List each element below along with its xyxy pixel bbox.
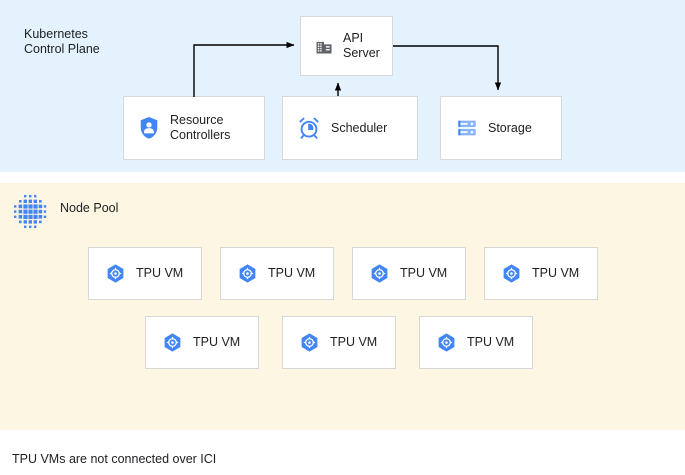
tpu-hex-icon [501, 263, 522, 284]
node-pool-title: Node Pool [60, 201, 119, 215]
node-label: Scheduler [331, 120, 388, 135]
node-pool-region [0, 183, 685, 430]
tpu-vm-label: TPU VM [532, 266, 580, 280]
diagram-caption: TPU VMs are not connected over ICI [12, 452, 217, 466]
alarm-clock-icon [297, 116, 321, 140]
tpu-hex-icon [436, 332, 457, 353]
tpu-hex-icon [369, 263, 390, 284]
node-resource-controllers[interactable]: Resource Controllers [123, 96, 265, 160]
node-scheduler[interactable]: Scheduler [282, 96, 418, 160]
tpu-vm-box[interactable]: TPU VM [352, 247, 466, 300]
tpu-vm-label: TPU VM [268, 266, 316, 280]
tpu-vm-label: TPU VM [400, 266, 448, 280]
node-label: Storage [488, 120, 532, 135]
server-rack-icon [456, 117, 478, 139]
node-label: API Server [343, 31, 380, 60]
tpu-vm-box[interactable]: TPU VM [484, 247, 598, 300]
tpu-vm-box[interactable]: TPU VM [282, 316, 396, 369]
node-api-server[interactable]: API Server [300, 16, 393, 76]
tpu-vm-label: TPU VM [136, 266, 184, 280]
tpu-vm-label: TPU VM [467, 335, 515, 349]
tpu-vm-box[interactable]: TPU VM [88, 247, 202, 300]
tpu-vm-label: TPU VM [193, 335, 241, 349]
control-plane-title: Kubernetes Control Plane [24, 27, 100, 56]
tpu-hex-icon [162, 332, 183, 353]
node-storage[interactable]: Storage [440, 96, 562, 160]
tpu-vm-box[interactable]: TPU VM [220, 247, 334, 300]
tpu-vm-box[interactable]: TPU VM [419, 316, 533, 369]
tpu-hex-icon [237, 263, 258, 284]
tpu-hex-icon [105, 263, 126, 284]
node-cluster-dots-icon [14, 195, 47, 228]
node-label: Resource Controllers [170, 113, 231, 142]
building-icon [314, 36, 334, 56]
shield-person-icon [138, 116, 160, 140]
tpu-vm-box[interactable]: TPU VM [145, 316, 259, 369]
tpu-vm-label: TPU VM [330, 335, 378, 349]
tpu-hex-icon [299, 332, 320, 353]
